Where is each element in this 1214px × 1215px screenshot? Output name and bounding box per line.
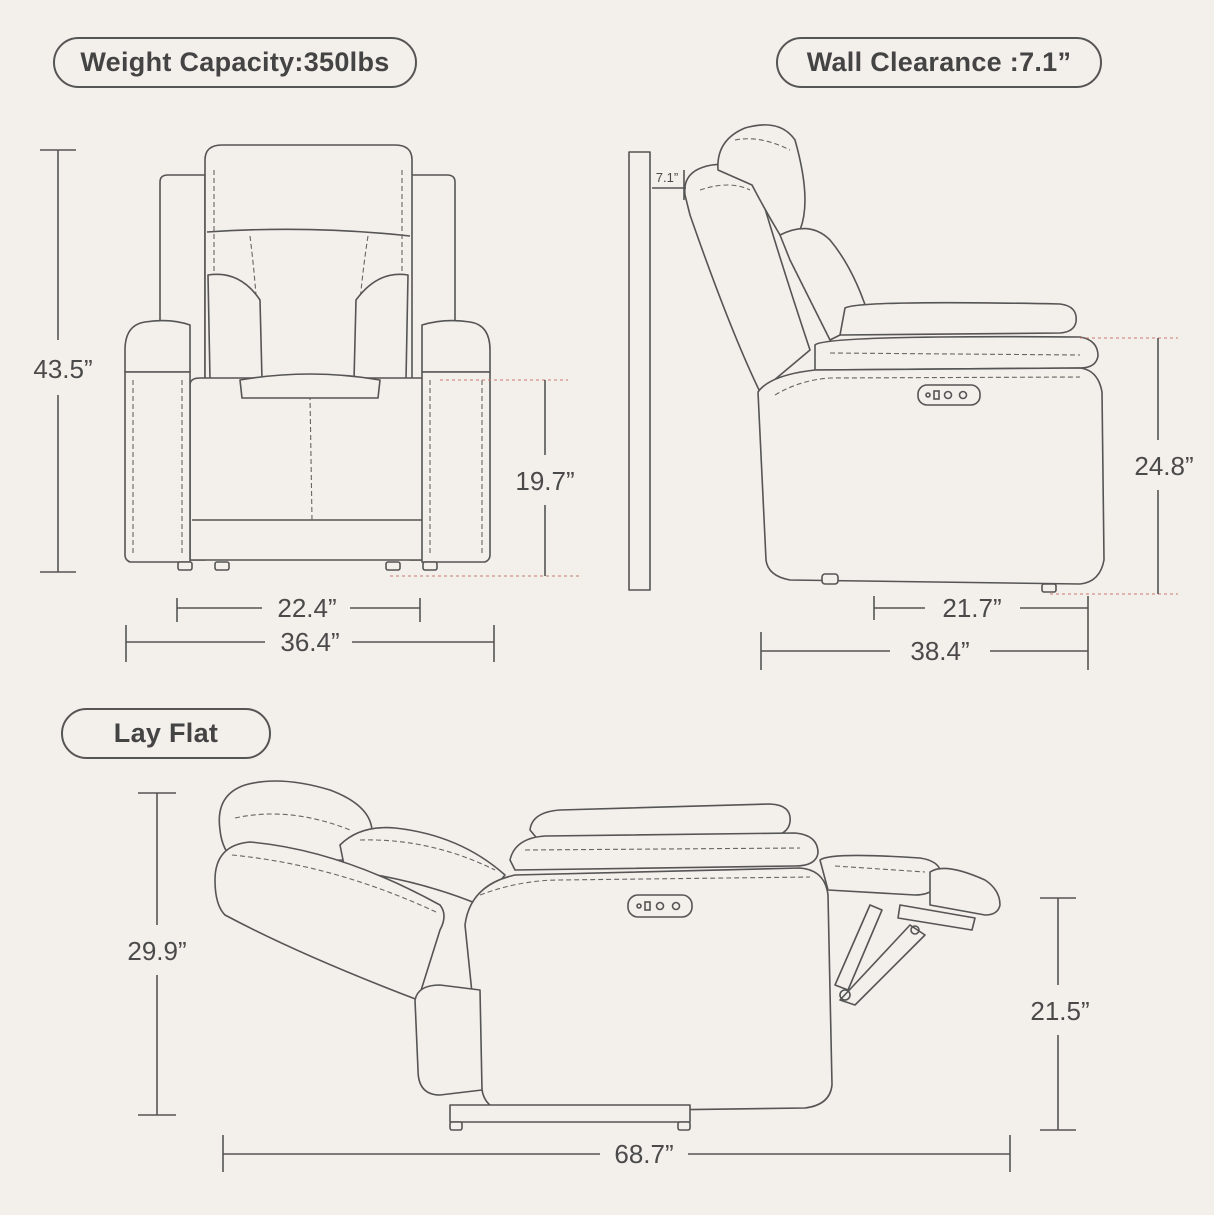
dim-front-seat-width: 22.4” xyxy=(277,593,336,623)
dim-front-total-width: 36.4” xyxy=(280,627,339,657)
dim-flat-height: 29.9” xyxy=(127,936,186,966)
wall-clearance-label: Wall Clearance :7.1” xyxy=(776,37,1102,88)
lay-flat-label: Lay Flat xyxy=(61,708,271,759)
wall-panel xyxy=(628,151,651,591)
dim-side-total-depth: 38.4” xyxy=(910,636,969,666)
dim-flat-length: 68.7” xyxy=(614,1139,673,1169)
front-view-recliner xyxy=(124,144,491,571)
dim-front-height: 43.5” xyxy=(33,354,92,384)
dim-flat-leg-height: 21.5” xyxy=(1030,996,1089,1026)
dim-side-seat-depth: 21.7” xyxy=(942,593,1001,623)
lay-flat-recliner xyxy=(214,780,1001,1131)
side-dimension-lines xyxy=(652,170,1178,670)
side-view-recliner xyxy=(683,124,1105,593)
dim-side-arm-height: 24.8” xyxy=(1134,451,1193,481)
front-dimension-lines xyxy=(40,149,580,662)
dim-wall-gap: 7.1” xyxy=(656,170,678,185)
dim-front-seat-height: 19.7” xyxy=(515,466,574,496)
lay-flat-dimension-lines xyxy=(138,792,1076,1172)
weight-capacity-label: Weight Capacity:350lbs xyxy=(53,37,417,88)
